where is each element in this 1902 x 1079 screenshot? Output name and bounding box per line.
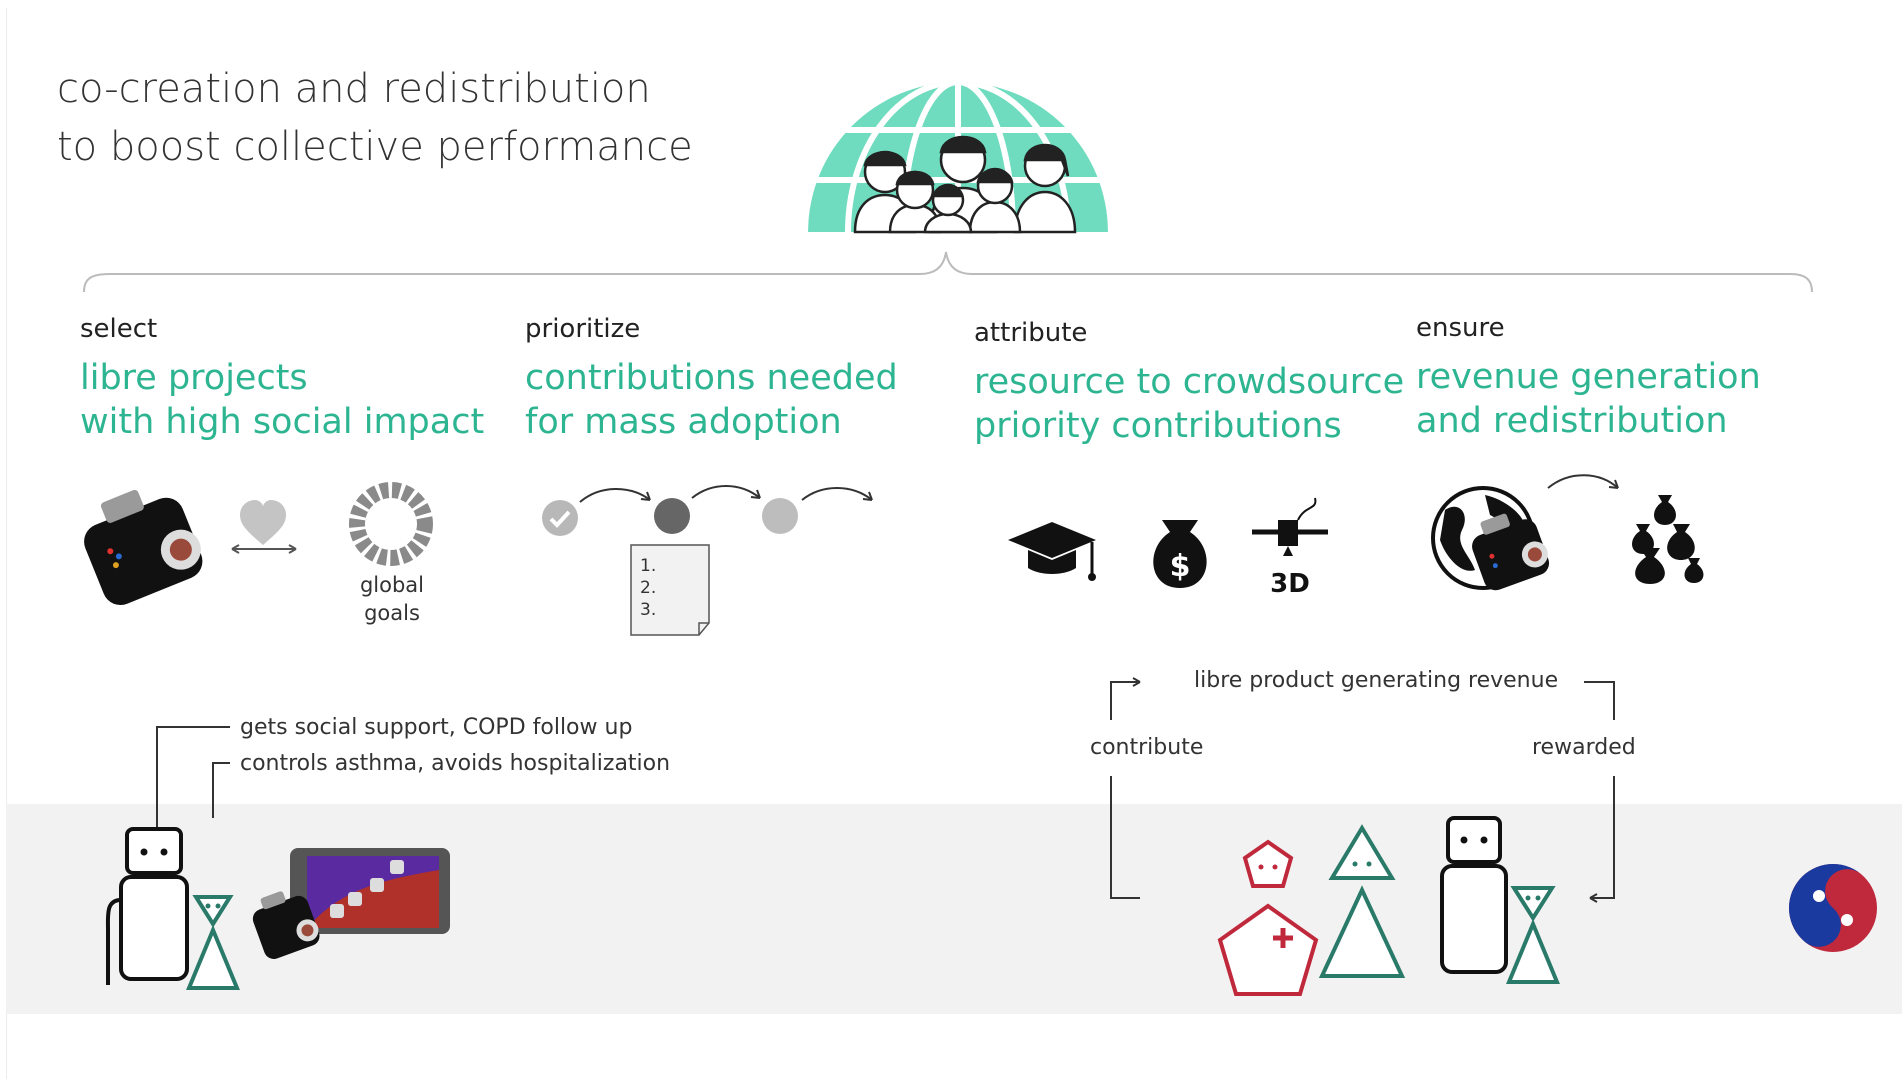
heading-line-2: with high social impact [80, 402, 485, 442]
svg-text:$: $ [1170, 549, 1191, 584]
column-heading: libre projects with high social impact [80, 356, 484, 444]
column-heading: revenue generation and redistribution [1416, 355, 1761, 443]
goals-line-2: goals [364, 601, 420, 625]
title-line-2: to boost collective performance [57, 124, 693, 170]
list-item: 2. [640, 578, 657, 598]
asthma-control-label: controls asthma, avoids hospitalization [240, 751, 671, 776]
column-heading: contributions needed for mass adoption [525, 356, 898, 444]
column-kicker: select [80, 314, 158, 344]
check-icon [542, 500, 578, 536]
social-support-label: gets social support, COPD follow up [240, 715, 633, 740]
inhaler-device-icon [84, 489, 203, 606]
cycle-contribute-label: contribute [1090, 735, 1204, 760]
money-bag-icon: $ [1153, 520, 1207, 588]
yin-yang-icon [1789, 864, 1877, 952]
dot-icon [762, 498, 798, 534]
inhaler-device-icon [1472, 513, 1550, 591]
list-item: 1. [640, 556, 657, 576]
phone-app-icon [290, 848, 450, 934]
column-ensure: ensure revenue generation and redistribu… [1416, 313, 1761, 443]
heading-line-2: for mass adoption [525, 402, 842, 442]
global-goals-label: global goals [352, 571, 432, 627]
column-select: select libre projects with high social i… [80, 314, 484, 444]
column-prioritize: prioritize contributions needed for mass… [525, 314, 898, 444]
contributor-figure-red [1217, 839, 1319, 996]
heading-line-1: resource to crowdsource [974, 362, 1405, 402]
list-document-icon [630, 544, 710, 636]
patient-figure [105, 827, 189, 985]
column-heading: resource to crowdsource priority contrib… [974, 360, 1404, 448]
caregiver-figure [186, 895, 240, 990]
priority-list: 1. 2. 3. [640, 555, 656, 621]
column-kicker: ensure [1416, 313, 1505, 343]
rewarded-caregiver-figure [1506, 886, 1560, 984]
column-kicker: prioritize [525, 314, 641, 344]
column-kicker: attribute [974, 318, 1088, 348]
heading-line-1: libre projects [80, 358, 308, 398]
svg-text:3D: 3D [1270, 569, 1310, 599]
column-attribute: attribute resource to crowdsource priori… [974, 318, 1404, 448]
heading-line-1: revenue generation [1416, 357, 1761, 397]
money-bags-icon [1632, 495, 1704, 584]
rewarded-patient-figure [1440, 816, 1508, 974]
dot-icon [654, 498, 690, 534]
inhaler-device-icon [252, 891, 320, 959]
contributor-figure-teal [1318, 824, 1406, 978]
heart-icon [240, 500, 286, 545]
title-line-1: co-creation and redistribution [57, 66, 651, 112]
list-item: 3. [640, 600, 657, 620]
heading-line-1: contributions needed [525, 358, 898, 398]
heading-line-2: and redistribution [1416, 401, 1728, 441]
3d-printer-icon: 3D [1252, 497, 1328, 599]
page-title: co-creation and redistribution to boost … [57, 60, 693, 176]
goals-ring-icon [349, 482, 433, 566]
heading-line-2: priority contributions [974, 406, 1342, 446]
goals-line-1: global [359, 573, 425, 597]
cycle-rewarded-label: rewarded [1532, 735, 1636, 760]
graduation-cap-icon [1008, 522, 1096, 581]
cycle-top-label: libre product generating revenue [1194, 668, 1559, 693]
